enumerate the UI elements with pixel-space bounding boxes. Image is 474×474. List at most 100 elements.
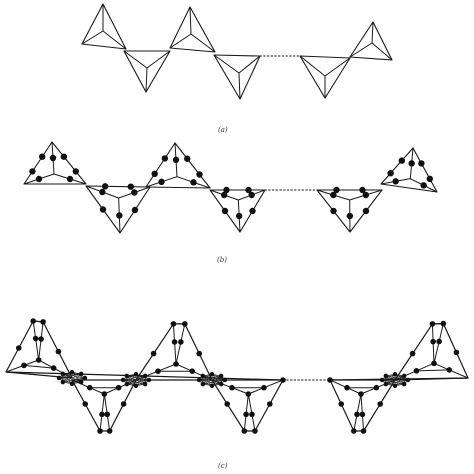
edge-vertex-dot xyxy=(184,155,191,162)
edge-vertex-dot xyxy=(333,186,340,194)
graph-vertex-dot xyxy=(429,321,436,327)
graph-vertex-dot xyxy=(35,357,42,363)
junction-vertex-dot xyxy=(82,375,88,381)
graph-vertex-dot xyxy=(440,320,447,327)
junction-vertex-dot xyxy=(200,381,206,387)
graph-vertex-dot xyxy=(97,428,103,434)
edge-vertex-dot xyxy=(408,160,415,167)
junction-vertex-dot xyxy=(196,377,202,383)
junction-edge xyxy=(198,373,213,381)
graph-vertex-dot xyxy=(178,339,184,345)
edge-vertex-dot xyxy=(29,168,36,175)
panel-a-tetrahedron-chain xyxy=(81,3,393,100)
junction-edge xyxy=(211,375,222,387)
edge-vertex-dot xyxy=(66,175,74,183)
edge-vertex-dot xyxy=(116,212,123,219)
graph-vertex-dot xyxy=(30,318,36,324)
junction-vertex-dot xyxy=(60,371,66,377)
junction-vertex-dot xyxy=(218,373,224,379)
up-triangle-0 xyxy=(23,141,87,185)
graph-vertex-dot xyxy=(120,401,127,407)
graph-vertex-dot xyxy=(377,401,384,407)
up-shape-0 xyxy=(5,320,73,379)
inner-edge xyxy=(231,387,249,395)
edge-vertex-dot xyxy=(223,186,230,194)
edge-vertex-dot xyxy=(330,207,337,215)
edge-vertex-dot xyxy=(245,186,252,194)
inner-edge xyxy=(180,323,186,343)
graph-vertex-dot xyxy=(189,368,195,375)
graph-vertex-dot xyxy=(38,336,44,342)
graph-vertex-dot xyxy=(82,401,88,407)
graph-vertex-dot xyxy=(106,428,113,434)
edge-vertex-dot xyxy=(249,207,256,215)
junction-vertex-dot xyxy=(142,381,148,387)
inner-edge xyxy=(238,55,261,74)
junction-edge xyxy=(135,375,146,387)
inner-edge xyxy=(174,341,177,365)
inner-edge xyxy=(103,393,108,415)
edge-vertex-dot xyxy=(102,183,109,190)
junction-vertex-dot xyxy=(133,383,139,389)
edge-vertex-dot xyxy=(387,170,394,177)
inner-edge xyxy=(448,369,469,379)
junction-vertex-dot xyxy=(209,383,215,389)
junction-edge xyxy=(202,375,222,385)
graph-vertex-dot xyxy=(170,321,177,327)
junction-vertex-dot xyxy=(401,373,407,379)
junction-vertex-dot xyxy=(209,371,215,377)
edge-vertex-dot xyxy=(99,206,107,213)
down-tetrahedron-0 xyxy=(123,50,171,93)
junction-vertex-dot xyxy=(60,379,66,385)
junction-vertex-dot xyxy=(405,377,411,383)
junction-edge xyxy=(381,373,396,381)
junction-vertex-dot xyxy=(222,377,228,383)
graph-vertex-dot xyxy=(252,428,258,434)
graph-vertex-dot xyxy=(224,401,230,407)
panel-a-caption: (a) xyxy=(218,126,228,134)
junction-edge xyxy=(385,375,405,385)
edge-vertex-dot xyxy=(39,153,46,160)
junction-vertex-dot xyxy=(69,381,75,387)
inner-edge xyxy=(371,21,374,44)
inner-edge xyxy=(81,30,104,45)
junction-vertex-dot xyxy=(142,373,148,379)
edge-vertex-dot xyxy=(221,207,229,215)
junction-vertex-dot xyxy=(392,383,398,389)
inner-edge xyxy=(415,362,435,372)
panel-c-caption: (c) xyxy=(218,462,228,470)
graph-vertex-dot xyxy=(436,338,442,345)
inner-edge xyxy=(35,338,40,361)
inner-edge xyxy=(101,393,105,415)
graph-vertex-dot xyxy=(21,362,27,369)
inner-edge xyxy=(123,50,148,69)
edge-vertex-dot xyxy=(131,206,139,214)
graph-vertex-dot xyxy=(55,348,62,355)
junction-vertex-dot xyxy=(379,377,385,383)
up-tetrahedron-2 xyxy=(349,21,393,61)
edge-vertex-dot xyxy=(248,191,255,199)
panel-b-decorated-chain xyxy=(23,141,438,234)
graph-vertex-dot xyxy=(40,319,46,325)
graph-vertex-dot xyxy=(453,349,460,356)
inner-edge xyxy=(38,359,55,369)
graph-vertex-dot xyxy=(344,384,350,391)
junction-edge xyxy=(126,375,146,385)
inner-edge xyxy=(32,320,37,340)
inner-edge xyxy=(238,72,241,100)
graph-vertex-dot xyxy=(32,335,39,342)
edge-vertex-dot xyxy=(190,179,197,186)
graph-vertex-dot xyxy=(373,384,380,391)
inner-edge xyxy=(189,6,192,35)
inner-edge xyxy=(190,33,216,53)
edge-vertex-dot xyxy=(35,175,43,183)
inner-edge xyxy=(245,393,249,415)
graph-vertex-dot xyxy=(358,391,364,397)
inner-edge xyxy=(172,323,176,343)
edge-vertex-dot xyxy=(158,178,165,186)
edge-vertex-dot xyxy=(151,170,158,177)
inner-edge xyxy=(432,341,435,364)
graph-vertex-dot xyxy=(155,368,161,375)
inner-edge xyxy=(360,393,363,415)
